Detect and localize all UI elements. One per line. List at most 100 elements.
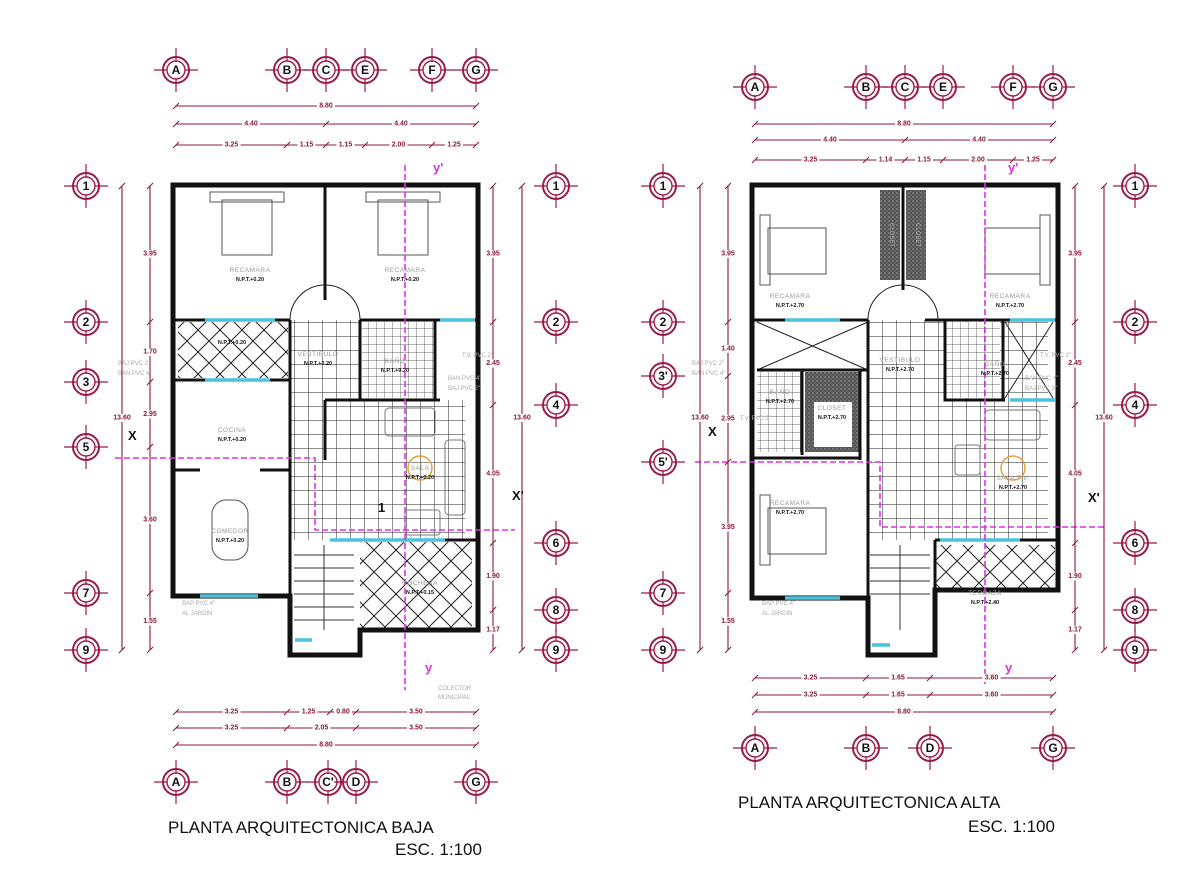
dimension-value: 1.17 [486, 627, 500, 634]
grid-bubble: 9 [1113, 628, 1157, 672]
section-mark-y-prime: y' [1008, 160, 1018, 175]
plan-alta [695, 165, 1105, 685]
terrace-hatch [935, 545, 1055, 590]
grid-bubble: 9 [641, 628, 685, 672]
grid-bubble: 8 [1113, 588, 1157, 632]
level-marker [1000, 455, 1026, 481]
room-name: RECAMARA [770, 500, 811, 507]
room-name: VESTIBULO [298, 351, 339, 358]
annotation-note: COLECTOR [438, 686, 472, 692]
room-name: SALA T.V. [996, 475, 1029, 482]
grid-bubble: 3 [64, 360, 108, 404]
grid-bubble: B [844, 726, 888, 770]
grid-bubble: 1 [64, 164, 108, 208]
dimension-value: 3.95 [486, 251, 500, 258]
grid-label: C [901, 80, 910, 94]
door-swing [867, 284, 939, 321]
grid-bubble: 7 [641, 571, 685, 615]
annotation-note: AL JARDIN [762, 611, 792, 617]
void-x [756, 321, 869, 371]
floor-level: N.P.T.+0.20 [236, 277, 264, 283]
dimension-value: 1.25 [447, 142, 461, 149]
grid-bubble: B [265, 760, 309, 804]
plan-title: PLANTA ARQUITECTONICA BAJA [168, 818, 434, 837]
stairs [870, 545, 930, 630]
grid-label: B [862, 741, 871, 755]
closet-fill [906, 190, 926, 280]
grid-bubble: C' [306, 760, 350, 804]
dimension-line: 8.80 [172, 741, 480, 749]
garage-hatch [360, 542, 472, 628]
room-name: CLOSET [817, 405, 846, 412]
grid-bubble: 5' [641, 440, 685, 484]
service-patio-hatch [178, 322, 288, 378]
dimension-value: 2.00 [392, 142, 406, 149]
grid-label: C' [322, 775, 334, 789]
grid-bubble: 6 [534, 521, 578, 565]
floor-level: N.P.T.+2.70 [886, 367, 914, 373]
room-label: SALA T.V.N.P.T.+2.70 [996, 475, 1029, 491]
room-name: BAÑO [385, 356, 405, 365]
dimension-line: 13.60 [691, 182, 709, 654]
dimension-value: 1.14 [879, 157, 893, 164]
room-label: RECAMARA N.P.T.+2.70 [770, 500, 811, 516]
dimension-value: 8.80 [319, 103, 333, 110]
floor-level: N.P.T.+2.70 [766, 399, 794, 405]
grid-bubble: 9 [534, 628, 578, 672]
dimension-value: 3.95 [1068, 251, 1082, 258]
dimension-value: 3.60 [985, 692, 999, 699]
grid-label: 2 [83, 315, 90, 329]
grid-bubble: 2 [534, 300, 578, 344]
dimension-value: 8.80 [897, 121, 911, 128]
bathroom-floor [362, 322, 434, 398]
grid-bubble: F [410, 48, 454, 92]
dimension-value: 4.40 [394, 121, 408, 128]
grid-bubble: A [154, 760, 198, 804]
room-name: COMEDOR [211, 528, 248, 535]
grid-bubble: E [921, 65, 965, 109]
grid-label: A [751, 80, 760, 94]
grid-bubble: 3' [641, 354, 685, 398]
grid-bubble: D [334, 760, 378, 804]
annotation-note: BAN PVC 4" [118, 371, 151, 377]
floor-level: N.P.T.+2.70 [776, 510, 804, 516]
plan-scale: ESC. 1:100 [395, 840, 482, 859]
annotation-note: BAJ PVC 2" [692, 361, 724, 367]
grid-bubble: 2 [641, 300, 685, 344]
annotation-note: T.V. PVC 2" [1040, 353, 1071, 359]
dimension-line: 3.951.702.953.601.55 [141, 182, 159, 654]
grid-label: 2 [553, 315, 560, 329]
grid-label: 4 [1132, 398, 1139, 412]
grid-label: 9 [83, 643, 90, 657]
tv-furniture [954, 409, 1041, 476]
grid-label: D [926, 741, 935, 755]
closet-label: CLOSET [888, 223, 894, 247]
floor-level: N.P.T.+2.70 [776, 303, 804, 309]
grid-label: 7 [83, 586, 90, 600]
room-name: RECAMARA [230, 267, 271, 274]
section-mark-x-prime: X' [512, 488, 524, 503]
dimension-line: 3.952.454.051.901.17 [1066, 182, 1084, 654]
dimension-value: 4.05 [1068, 471, 1082, 478]
dimension-value: 1.55 [721, 618, 735, 625]
dimension-value: 1.15 [917, 157, 931, 164]
floor-level: N.P.T.+0.20 [218, 437, 246, 443]
room-name: RECAMARA [385, 267, 426, 274]
dimension-line: 13.60 [1095, 182, 1113, 654]
dimension-value: 4.40 [972, 137, 986, 144]
closet-fill [880, 190, 900, 280]
dimension-value: 8.80 [319, 742, 333, 749]
section-mark-y: y [425, 660, 433, 675]
grid-label: 1 [1132, 179, 1139, 193]
